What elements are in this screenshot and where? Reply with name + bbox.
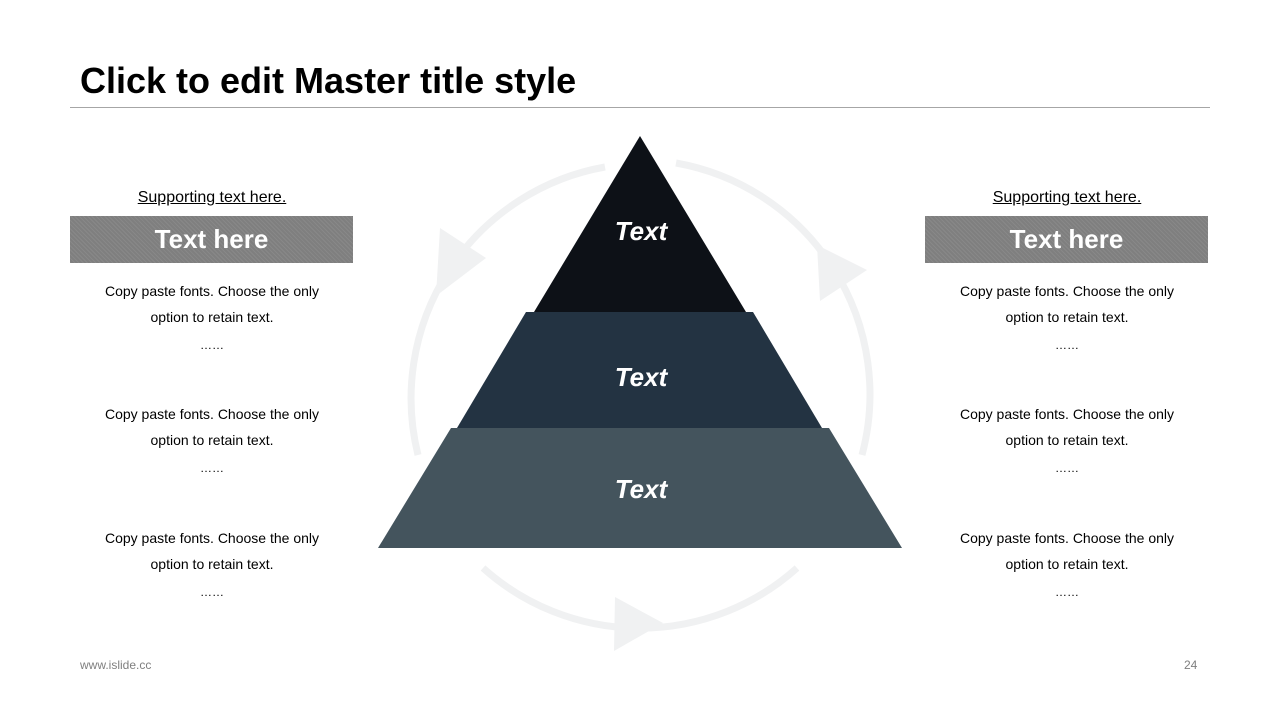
pyramid-level-top[interactable]: [534, 136, 746, 312]
right-item-3[interactable]: Copy paste fonts. Choose the only option…: [925, 525, 1209, 607]
left-item-3-dots: ……: [200, 585, 224, 599]
left-supporting-text[interactable]: Supporting text here.: [137, 189, 287, 206]
right-item-3-line2: option to retain text.: [1005, 556, 1129, 572]
pyramid-label-bottom: Text: [615, 474, 669, 504]
cycle-arrowhead-bottom: [614, 597, 663, 651]
slide-title[interactable]: Click to edit Master title style: [80, 60, 577, 101]
right-item-2-line1: Copy paste fonts. Choose the only: [959, 406, 1175, 422]
cycle-arrowhead-right: [817, 245, 867, 301]
left-item-1-line2: option to retain text.: [150, 309, 274, 325]
left-item-2-dots: ……: [200, 461, 224, 475]
left-item-2-line1: Copy paste fonts. Choose the only: [104, 406, 320, 422]
left-item-3-line1: Copy paste fonts. Choose the only: [104, 530, 320, 546]
left-item-1[interactable]: Copy paste fonts. Choose the only option…: [70, 278, 354, 360]
right-item-3-line1: Copy paste fonts. Choose the only: [959, 530, 1175, 546]
footer-url[interactable]: www.islide.cc: [80, 658, 152, 672]
left-header-box[interactable]: Text here: [70, 216, 353, 263]
right-item-2-line2: option to retain text.: [1005, 432, 1129, 448]
right-item-3-dots: ……: [1055, 585, 1079, 599]
right-item-1-dots: ……: [1055, 338, 1079, 352]
left-item-2[interactable]: Copy paste fonts. Choose the only option…: [70, 401, 354, 483]
page-number: 24: [1184, 658, 1198, 672]
right-item-1[interactable]: Copy paste fonts. Choose the only option…: [925, 278, 1209, 360]
right-header-box[interactable]: Text here: [925, 216, 1208, 263]
left-item-3-line2: option to retain text.: [150, 556, 274, 572]
left-item-2-line2: option to retain text.: [150, 432, 274, 448]
right-supporting-text[interactable]: Supporting text here.: [992, 189, 1142, 206]
title-divider: [70, 107, 1210, 108]
right-item-1-line1: Copy paste fonts. Choose the only: [959, 283, 1175, 299]
left-item-1-dots: ……: [200, 338, 224, 352]
cycle-arrowhead-left: [436, 228, 486, 296]
pyramid-label-middle: Text: [615, 362, 669, 392]
left-item-1-line1: Copy paste fonts. Choose the only: [104, 283, 320, 299]
right-item-2[interactable]: Copy paste fonts. Choose the only option…: [925, 401, 1209, 483]
pyramid-level-middle[interactable]: [457, 312, 822, 428]
right-item-1-line2: option to retain text.: [1005, 309, 1129, 325]
pyramid-label-top: Text: [615, 216, 669, 246]
cycle-arrows: [407, 159, 874, 651]
pyramid-level-bottom[interactable]: [378, 428, 902, 548]
left-item-3[interactable]: Copy paste fonts. Choose the only option…: [70, 525, 354, 607]
right-item-2-dots: ……: [1055, 461, 1079, 475]
